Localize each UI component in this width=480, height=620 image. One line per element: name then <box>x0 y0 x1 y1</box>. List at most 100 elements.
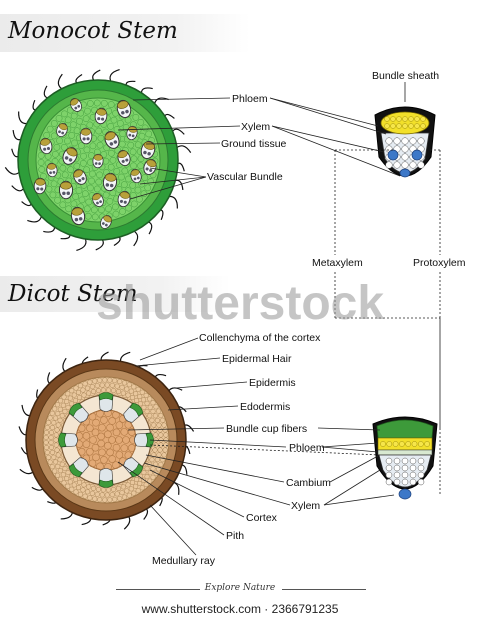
cortex-cell <box>80 487 86 493</box>
ground-cell <box>113 126 121 133</box>
monocot-vascular-bundle <box>92 193 104 207</box>
ground-cell <box>137 155 145 162</box>
xylem-cell <box>401 153 409 161</box>
cortex-cell <box>140 477 147 483</box>
bundle-vessel <box>97 117 101 121</box>
pith-cell <box>91 443 100 452</box>
xylem-cell <box>417 464 425 472</box>
ground-cell <box>50 120 58 127</box>
cortex-cell <box>102 497 108 503</box>
cortex-cell <box>95 486 101 492</box>
monocot-vascular-bundle <box>130 168 142 184</box>
leader-epidermal-hair <box>134 357 221 367</box>
cortex-cell <box>69 401 75 407</box>
cortex-cell <box>51 420 57 426</box>
ground-cell <box>78 196 86 204</box>
cortex-cell <box>85 385 91 391</box>
ground-cell <box>138 180 146 188</box>
bundle-phloem <box>96 108 107 116</box>
cortex-cell <box>124 488 130 494</box>
cortex-cell <box>141 470 147 476</box>
cortex-cell <box>46 454 52 460</box>
bundle-vessel <box>125 109 129 114</box>
ground-cell <box>84 212 92 220</box>
pith-cell <box>106 423 114 432</box>
dicot-bundle-cap <box>129 463 144 478</box>
monocot-vascular-bundle <box>116 99 132 119</box>
monocot-vascular-bundle <box>33 177 47 195</box>
cortex-cell <box>71 482 77 488</box>
leader-phloem-to-bundle <box>269 97 387 135</box>
monocot-title: Monocot Stem <box>8 18 178 44</box>
pith-cell <box>91 428 100 437</box>
ground-cell <box>64 137 71 145</box>
cortex-cell <box>62 466 68 472</box>
cortex-cell <box>149 457 155 463</box>
phloem-cell <box>390 116 396 122</box>
dicot-title-band <box>0 276 230 312</box>
ground-cell <box>56 137 63 145</box>
ground-cell <box>46 125 54 133</box>
leader-collenchyma <box>139 337 199 361</box>
cortex-cell <box>150 474 156 480</box>
dicot-vascular-bundle <box>68 457 89 478</box>
bundle-vessel <box>98 162 101 165</box>
cortex-cell <box>72 476 78 483</box>
ground-cell <box>141 174 149 181</box>
dicot-label-pith: Pith <box>226 530 245 542</box>
cortex-cell <box>47 459 53 465</box>
protoxylem-vessel <box>399 168 411 178</box>
phloem-cell <box>414 116 420 122</box>
ground-cell <box>89 142 97 150</box>
cortex-cell <box>82 381 88 387</box>
ground-cell <box>38 166 46 173</box>
pith-cell <box>98 423 106 432</box>
pith-cell <box>92 453 100 462</box>
monocot-vascular-bundle <box>73 169 87 185</box>
cortex-cell <box>86 390 92 396</box>
phloem-cell <box>424 441 430 447</box>
ground-cell <box>108 149 115 157</box>
cortex-cell <box>158 437 164 443</box>
cortex-cell <box>43 434 49 441</box>
cortex-cell <box>54 427 60 433</box>
ground-cell <box>82 115 90 123</box>
bundle-vessel <box>82 137 86 141</box>
bundle-phloem <box>70 98 79 106</box>
pith-cell <box>86 424 94 433</box>
cortex-cell <box>52 468 58 474</box>
monocot-title-band <box>0 14 250 52</box>
bundle-vessel <box>104 223 108 227</box>
pith-cell <box>120 428 129 436</box>
cortex-cell <box>115 389 122 395</box>
cortex-cell <box>95 388 101 394</box>
monocot-vascular-bundle <box>46 162 58 178</box>
phloem-cell <box>384 123 390 129</box>
ground-cell <box>98 206 105 214</box>
cortex-cell <box>129 479 135 485</box>
ground-cell <box>110 116 118 124</box>
xylem-cell <box>393 457 401 465</box>
cortex-cell <box>139 389 145 395</box>
xylem-cell <box>385 478 393 486</box>
dicot-xylem-vessel <box>398 488 412 500</box>
bundle-vessel <box>81 177 85 181</box>
phloem-cell <box>392 441 399 447</box>
ground-cell <box>45 185 53 193</box>
ground-cell <box>100 99 108 107</box>
bundle-vessel <box>101 117 105 121</box>
ground-cell <box>91 213 99 221</box>
dicot-bundle-cap <box>98 479 114 488</box>
bundle-phloem <box>103 215 112 223</box>
bundle-vessel <box>145 167 149 171</box>
cortex-cell <box>114 383 120 389</box>
cortex-cell <box>53 459 59 465</box>
ground-cell <box>65 205 72 213</box>
bundle-vessel <box>99 200 102 203</box>
leader-xylem <box>143 462 291 506</box>
bundle-vessel <box>74 217 79 222</box>
monocot-vascular-bundle <box>92 153 104 169</box>
dicot-label-medullary-ray: Medullary ray <box>152 555 216 567</box>
cortex-cell <box>54 447 60 453</box>
dicot-label-endodermis: Edodermis <box>240 401 291 413</box>
